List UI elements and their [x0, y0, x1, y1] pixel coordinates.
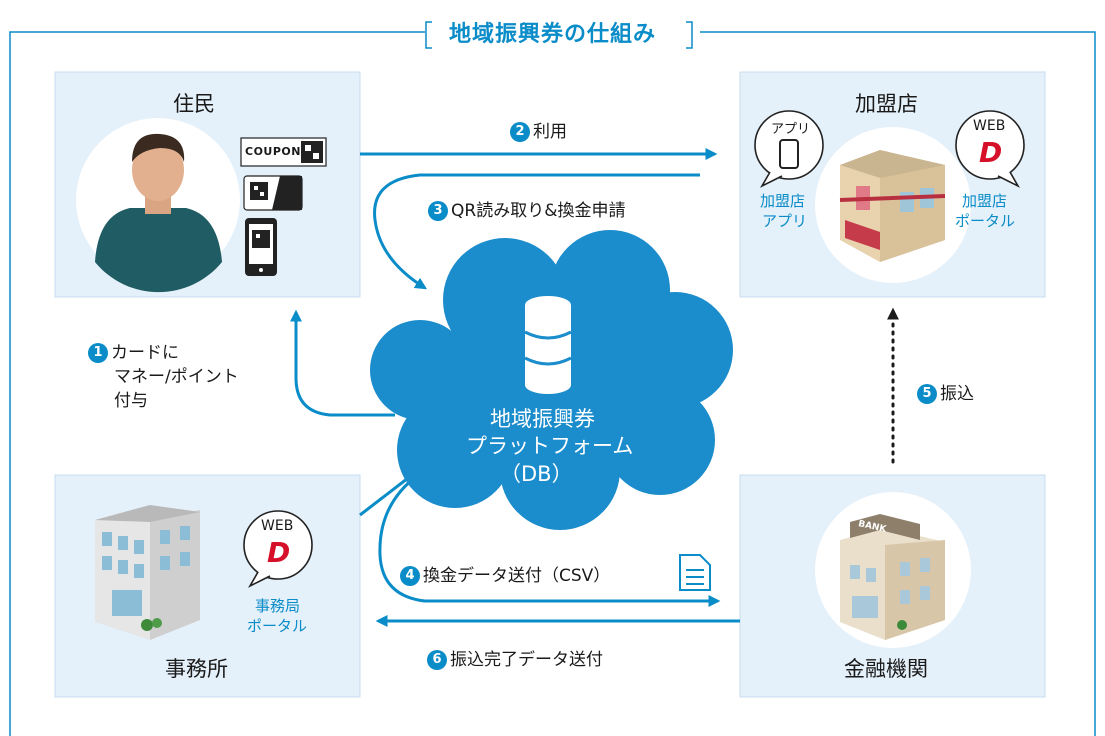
step-4-label: 換金データ送付（CSV）: [423, 566, 611, 586]
step-2-number: 2: [510, 122, 530, 142]
step-6-number: 6: [427, 650, 447, 670]
bank-building-icon: [840, 514, 945, 640]
arrow-office-link: [359, 473, 413, 517]
office-web-logo: D: [267, 536, 291, 569]
office-building-icon: [95, 505, 200, 640]
csv-document-icon: [679, 554, 711, 591]
resident-label: 住民: [173, 92, 215, 116]
platform-label-2: プラットフォーム: [466, 434, 634, 458]
office-web-bubble: [243, 510, 313, 588]
store-web-bubble-label: WEB: [973, 118, 1006, 134]
database-icon: [524, 296, 572, 394]
step-3-number: 3: [428, 201, 448, 221]
platform-label-3: （DB）: [500, 462, 573, 486]
app-speech-bubble: [754, 110, 824, 188]
office-web-bubble-label: WEB: [261, 518, 294, 534]
member-store-label: 加盟店: [855, 92, 918, 116]
step-6-label: 振込完了データ送付: [450, 650, 603, 670]
title-bracket-right: [686, 21, 693, 49]
step-5-number: 5: [917, 384, 937, 404]
step-1-number: 1: [88, 343, 108, 363]
store-icon: [839, 150, 946, 262]
person-icon: [95, 133, 222, 293]
platform-label-1: 地域振興券: [490, 407, 595, 431]
step-1-line-2-row: マネー/ポイント: [114, 362, 239, 387]
arrow-send-data: [378, 473, 721, 607]
smartphone-icon: [245, 218, 277, 276]
step-4-number: 4: [400, 566, 420, 586]
title-bracket-left: [425, 21, 432, 49]
step-1-line-3: 付与: [114, 391, 148, 411]
coupon-icon: [240, 137, 327, 167]
office-portal-label-1: 事務局: [255, 597, 301, 615]
store-web-logo: D: [979, 136, 1003, 169]
coupon-label: COUPON: [245, 145, 301, 158]
store-app-label-2: アプリ: [762, 212, 808, 230]
step-2-label: 利用: [533, 122, 567, 142]
arrow-qr-redeem: [373, 173, 700, 290]
store-portal-label-1: 加盟店: [962, 192, 1008, 210]
phone-app-icon: [779, 139, 799, 169]
step-3-label: QR読み取り&換金申請: [451, 201, 626, 221]
app-bubble-label: アプリ: [771, 122, 811, 137]
qr-card-icon: [243, 175, 303, 211]
bank-label: 金融機関: [844, 657, 928, 681]
step-1-line-3-row: 付与: [114, 386, 148, 411]
store-portal-label-2: ポータル: [955, 212, 1016, 230]
step-1-line-1: カードに: [111, 343, 179, 363]
store-app-label-1: 加盟店: [760, 192, 806, 210]
web-portal-bubble: [955, 110, 1025, 188]
step-1-line-2: マネー/ポイント: [114, 367, 239, 387]
step-5-label: 振込: [940, 384, 974, 404]
diagram-title: 地域振興券の仕組み: [448, 22, 656, 47]
office-label: 事務所: [165, 657, 228, 681]
office-portal-label-2: ポータル: [247, 617, 308, 635]
outer-frame: [9, 31, 1096, 736]
arrow-grant: [290, 309, 395, 417]
